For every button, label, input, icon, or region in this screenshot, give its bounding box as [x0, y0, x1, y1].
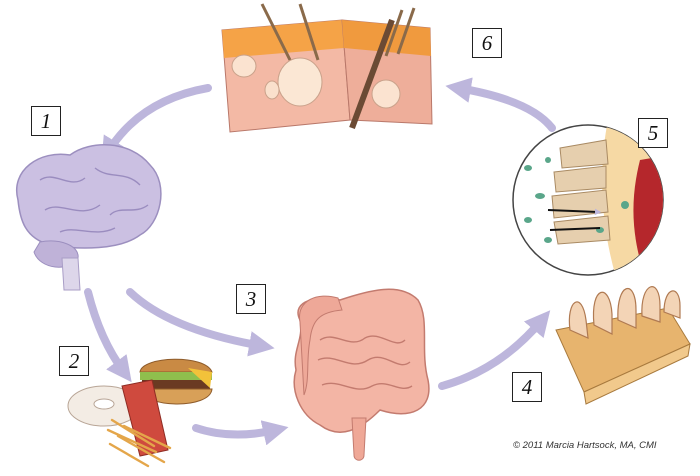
- step-label-2: 2: [59, 346, 89, 376]
- junk-food-icon: [67, 358, 213, 468]
- step-label-1: 1: [31, 106, 61, 136]
- arrow-skin-to-brain: [101, 84, 212, 163]
- arrow-intestine-to-villi: [438, 310, 551, 390]
- step-label-6: 6: [472, 28, 502, 58]
- copyright-notice: © 2011 Marcia Hartsock, MA, CMI: [513, 440, 657, 451]
- brain-icon: [15, 144, 162, 291]
- skin-section-icon: [221, 3, 433, 133]
- magnified-gut-wall-icon: [512, 124, 664, 276]
- intestinal-villi-icon: [555, 286, 691, 405]
- arrow-brain-to-food: [84, 288, 132, 383]
- arrow-gut-to-skin: [445, 77, 556, 132]
- intestine-icon: [293, 288, 430, 461]
- cycle-arrows: [84, 77, 556, 446]
- step-label-3: 3: [236, 284, 266, 314]
- step-label-5: 5: [638, 118, 668, 148]
- arrow-food-to-intestine: [192, 420, 289, 446]
- step-label-4: 4: [512, 372, 542, 402]
- arrow-brain-to-intestine: [126, 288, 275, 357]
